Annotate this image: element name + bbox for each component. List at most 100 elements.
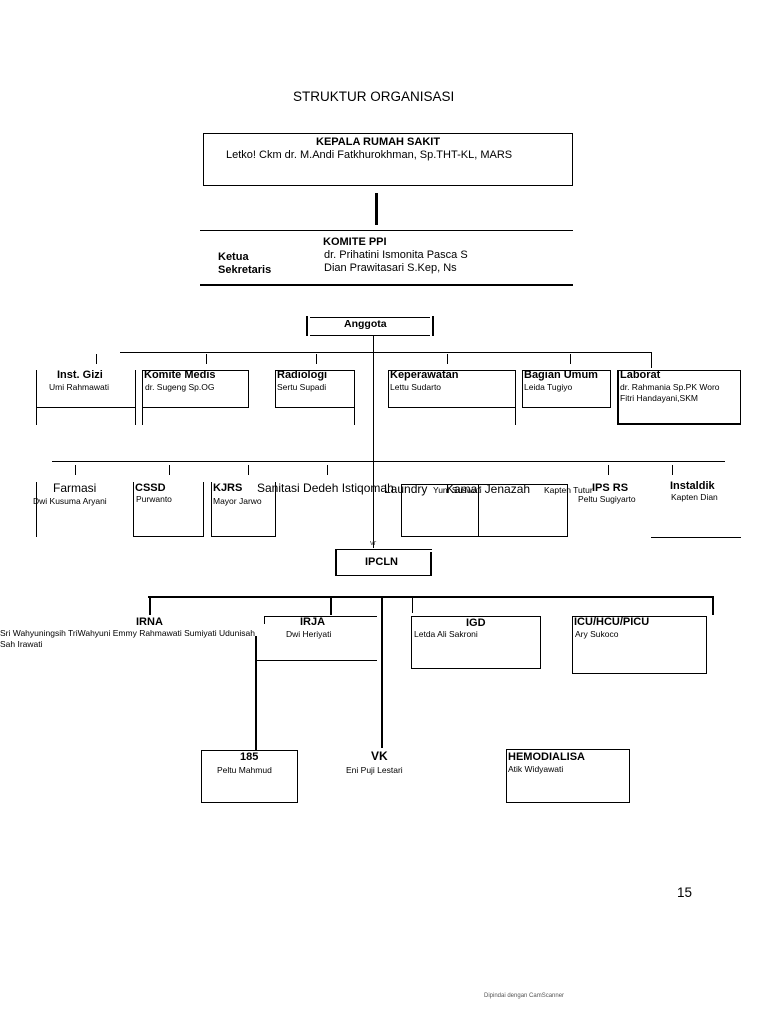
ruang-185-box <box>201 750 298 803</box>
box-edge <box>135 370 136 425</box>
vk-drop <box>381 598 383 748</box>
cssd-label: CSSD <box>135 482 166 494</box>
radiologi-box <box>275 370 355 408</box>
kjrs-label: KJRS <box>213 482 243 494</box>
komite-medis-label: Komite Medis <box>144 369 216 381</box>
ipcln-left-bracket <box>335 549 337 576</box>
box-edge <box>36 407 135 408</box>
tick <box>169 465 170 475</box>
radiologi-name: Sertu Supadi <box>277 382 327 392</box>
laborat-name2: Fitri Handayani,SKM <box>620 393 698 403</box>
igd-label: IGD <box>466 617 486 629</box>
igd-box <box>411 616 541 669</box>
komite-bottom-line <box>200 284 573 286</box>
icu-name: Ary Sukoco <box>575 629 619 639</box>
kamar-jenazah-box <box>478 484 568 537</box>
radiologi-label: Radiologi <box>277 369 328 381</box>
page-title: STRUKTUR ORGANISASI <box>293 89 455 104</box>
anggota-left-bracket <box>306 316 308 336</box>
row3-bus <box>148 596 714 598</box>
laborat-box <box>617 370 741 425</box>
ipcln-right-bracket <box>430 552 432 575</box>
ketua-name: dr. Prihatini Ismonita Pasca S <box>324 249 468 261</box>
irja-label: IRJA <box>300 616 326 628</box>
komite-top-line <box>200 230 573 231</box>
drop <box>149 597 151 615</box>
row2-bus <box>52 461 725 462</box>
sanitasi-label: Sanitasi Dedeh Istiqomah <box>257 481 394 495</box>
ipcln-top-line <box>337 549 432 550</box>
vk-name: Eni Puji Lestari <box>346 765 403 775</box>
tick <box>75 465 76 475</box>
box-edge <box>354 408 355 425</box>
anggota-bottom-line <box>310 335 430 336</box>
tick <box>672 465 673 475</box>
head-label: KEPALA RUMAH SAKIT <box>316 136 441 148</box>
bagian-umum-label: Bagian Umum <box>524 369 598 381</box>
irna-label: IRNA <box>136 616 163 628</box>
laborat-label: Laborat <box>620 369 661 381</box>
anggota-right-bracket <box>432 316 434 336</box>
drop <box>412 597 413 613</box>
tick <box>651 352 652 368</box>
ips-rs-name: Peltu Sugiyarto <box>578 494 636 504</box>
ipcln-label: IPCLN <box>365 556 398 568</box>
tick <box>206 354 207 364</box>
kamar-jenazah-label: Kamar Jenazah <box>446 482 531 496</box>
keperawatan-name: Lettu Sudarto <box>390 382 442 392</box>
kjrs-name: Mayor Jarwo <box>213 496 262 506</box>
inst-gizi-label: Inst. Gizi <box>57 369 103 381</box>
irja-name: Dwi Heriyati <box>286 629 332 639</box>
vk-label: VK <box>371 749 388 763</box>
tick <box>447 354 448 364</box>
box-edge <box>36 370 37 425</box>
ruang-185-label: 185 <box>240 751 259 763</box>
igd-name: Letda Ali Sakroni <box>414 629 478 639</box>
drop <box>330 597 332 615</box>
bagian-umum-box <box>522 370 611 408</box>
tick <box>570 354 571 364</box>
instaldik-label: Instaldik <box>670 480 715 492</box>
komite-medis-name: dr. Sugeng Sp.OG <box>145 382 215 392</box>
bagian-umum-name: Leida Tugiyo <box>524 382 573 392</box>
irna-name2: Sah Irawati <box>0 639 43 649</box>
keperawatan-label: Keperawatan <box>390 369 459 381</box>
instaldik-bottom <box>651 537 741 538</box>
tick <box>327 465 328 475</box>
laundry-name: Yuni Suswati <box>433 485 482 495</box>
cssd-box <box>133 482 204 537</box>
ipcln-mark: vr <box>370 538 377 547</box>
cssd-name: Purwanto <box>136 494 172 504</box>
inst-gizi-name: Umi Rahmawati <box>49 382 109 392</box>
tick <box>316 354 317 364</box>
hemodialisa-box <box>506 749 630 803</box>
drop <box>712 597 714 615</box>
tick <box>248 465 249 475</box>
scanner-watermark: Dipindai dengan CamScanner <box>484 993 565 999</box>
head-name: Letko! Ckm dr. M.Andi Fatkhurokhman, Sp.… <box>226 149 513 161</box>
irja-bottom <box>257 660 377 661</box>
ketua-label: Ketua <box>218 251 249 263</box>
box-edge <box>36 482 37 537</box>
instaldik-name: Kapten Dian <box>671 492 718 502</box>
kamar-jenazah-name: Kapten Tutur <box>544 485 593 495</box>
anggota-label: Anggota <box>344 318 387 330</box>
page-number: 15 <box>677 885 693 900</box>
farmasi-name: Dwi Kusuma Aryani <box>33 496 107 506</box>
tick <box>608 465 609 475</box>
ruang-185-name: Peltu Mahmud <box>217 765 272 775</box>
row1-bus <box>120 352 652 353</box>
hemodialisa-name: Atik Widyawati <box>508 764 564 774</box>
farmasi-label: Farmasi <box>53 481 97 495</box>
sekretaris-name: Dian Prawitasari S.Kep, Ns <box>324 262 457 274</box>
icu-label: ICU/HCU/PICU <box>574 616 650 628</box>
box-edge <box>515 408 516 425</box>
irja-drop <box>255 636 257 751</box>
connector-line <box>375 193 378 225</box>
laborat-name: dr. Rahmania Sp.PK Woro <box>620 382 720 392</box>
icu-box <box>572 616 707 674</box>
keperawatan-box <box>388 370 516 408</box>
hemodialisa-label: HEMODIALISA <box>508 751 585 763</box>
tick <box>96 354 97 364</box>
ips-rs-label: IPS RS <box>592 482 629 494</box>
